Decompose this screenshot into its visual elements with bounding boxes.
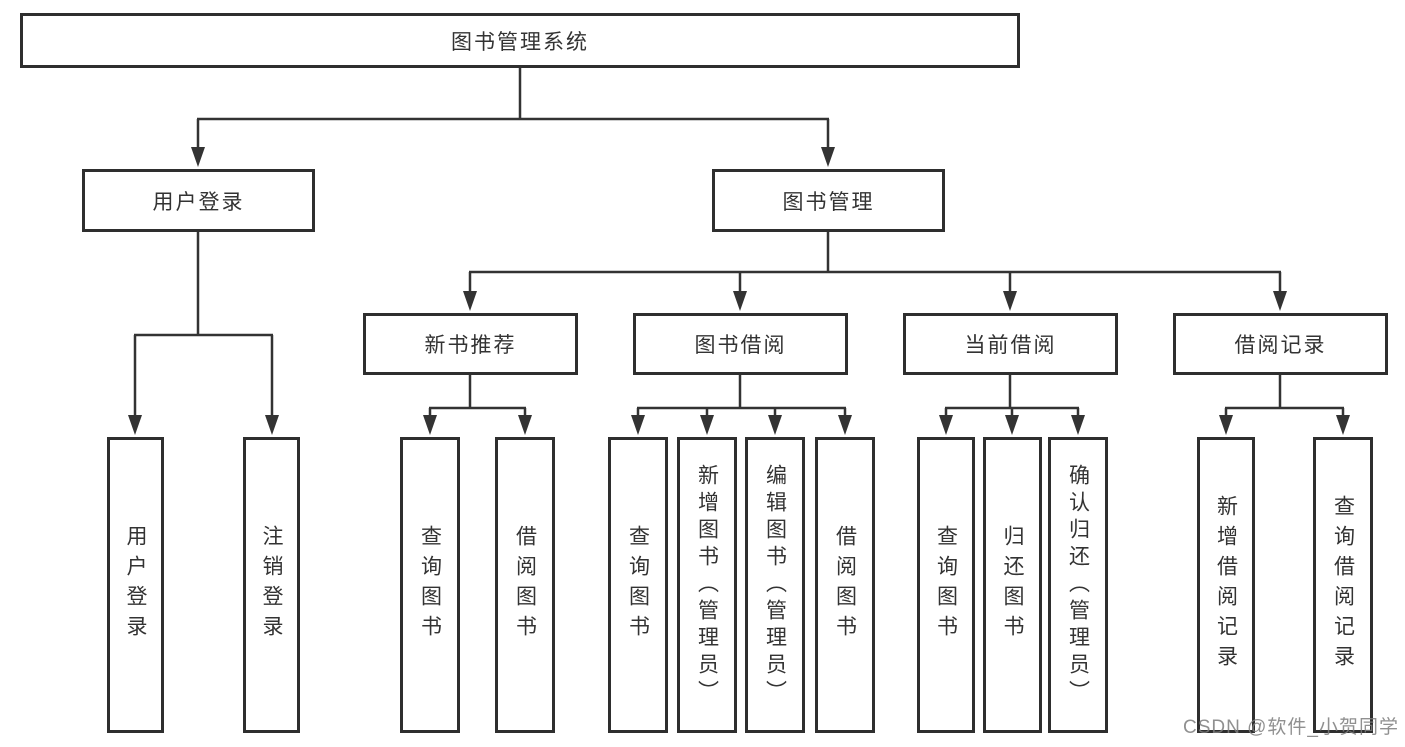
leaf-query-book-borrow: 查询图书	[608, 437, 668, 733]
root-node: 图书管理系统	[20, 13, 1020, 68]
group-borrow-record: 借阅记录	[1173, 313, 1388, 375]
leaf-query-book-current: 查询图书	[917, 437, 975, 733]
leaf-query-borrow-record: 查询借阅记录	[1313, 437, 1373, 733]
leaf-logout: 注销登录	[243, 437, 300, 733]
leaf-return-book: 归还图书	[983, 437, 1042, 733]
branch-book-management: 图书管理	[712, 169, 945, 232]
leaf-add-borrow-record: 新增借阅记录	[1197, 437, 1255, 733]
leaf-edit-book-admin: 编辑图书（管理员）	[745, 437, 805, 733]
leaf-add-book-admin: 新增图书（管理员）	[677, 437, 737, 733]
branch-user-login: 用户登录	[82, 169, 315, 232]
group-current-borrow: 当前借阅	[903, 313, 1118, 375]
group-book-borrow: 图书借阅	[633, 313, 848, 375]
leaf-borrow-book-recommend: 借阅图书	[495, 437, 555, 733]
leaf-query-book-recommend: 查询图书	[400, 437, 460, 733]
leaf-user-login: 用户登录	[107, 437, 164, 733]
leaf-borrow-book: 借阅图书	[815, 437, 875, 733]
group-new-book-recommend: 新书推荐	[363, 313, 578, 375]
watermark: CSDN @软件_小贺同学	[1183, 717, 1399, 738]
leaf-confirm-return-admin: 确认归还（管理员）	[1048, 437, 1108, 733]
